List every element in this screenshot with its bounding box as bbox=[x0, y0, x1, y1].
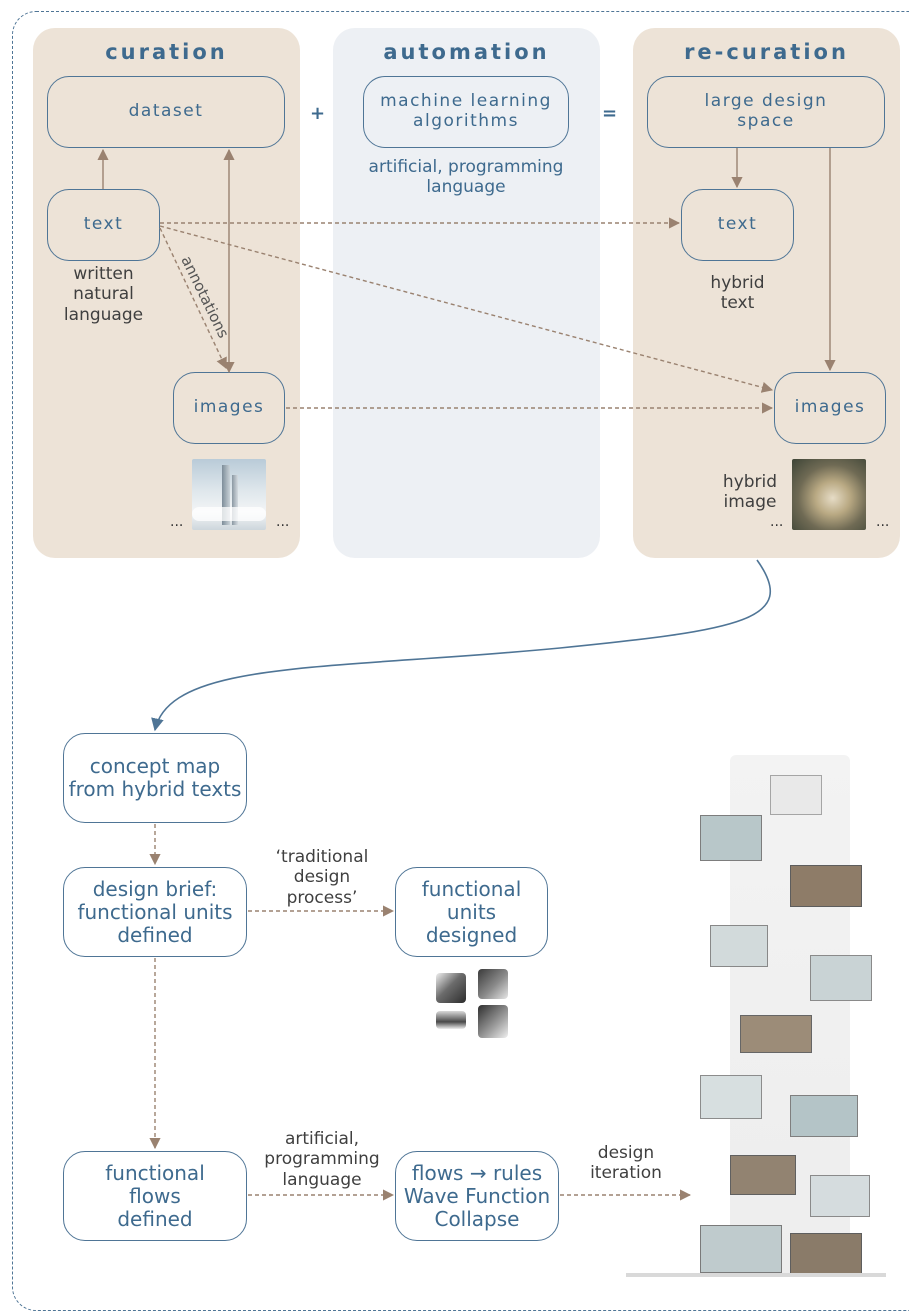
artificial-programming-caption: artificial, programming language bbox=[368, 157, 564, 198]
functional-units-node: functional units designed bbox=[395, 867, 548, 957]
curation-images-label: images bbox=[193, 397, 265, 418]
design-brief-node: design brief: functional units defined bbox=[63, 867, 247, 957]
functional-units-label: functional units designed bbox=[421, 876, 522, 947]
large-design-space-node: large design space bbox=[647, 76, 885, 148]
tower-image-thumbnail bbox=[192, 459, 266, 530]
ml-algorithms-label: machine learning algorithms bbox=[380, 91, 552, 131]
text-to-hybrid-images-arrow bbox=[159, 225, 774, 393]
generated-tower-illustration bbox=[626, 755, 890, 1280]
design-brief-label: design brief: functional units defined bbox=[77, 876, 233, 947]
wave-function-collapse-label: flows → rules Wave Function Collapse bbox=[403, 1160, 551, 1231]
recuration-images-label: images bbox=[794, 397, 866, 418]
equals-operator: = bbox=[602, 103, 618, 124]
design-iteration-label: design iteration bbox=[590, 1143, 662, 1184]
hybrid-text-caption: hybrid text bbox=[710, 273, 765, 314]
unit-bedroom-icon bbox=[436, 973, 466, 1003]
curation-ellipsis-right: ... bbox=[276, 514, 290, 530]
recuration-title: re-curation bbox=[684, 40, 849, 64]
automation-title: automation bbox=[383, 40, 550, 64]
large-design-space-label: large design space bbox=[704, 91, 828, 131]
unit-kitchen-icon bbox=[478, 969, 508, 999]
recuration-text-label: text bbox=[717, 214, 758, 235]
curation-ellipsis-left: ... bbox=[170, 514, 184, 530]
hybrid-image-thumbnail bbox=[792, 459, 866, 530]
recuration-text-node: text bbox=[681, 189, 794, 261]
ml-algorithms-node: machine learning algorithms bbox=[363, 76, 569, 148]
hybrid-image-caption: hybrid image bbox=[722, 472, 778, 513]
functional-flows-label: functional flows defined bbox=[105, 1160, 205, 1231]
dataset-label: dataset bbox=[128, 101, 204, 122]
annotations-arrow bbox=[159, 227, 227, 370]
unit-living-icon bbox=[436, 1011, 466, 1029]
artificial-programming-label: artificial, programming language bbox=[264, 1129, 380, 1190]
plus-operator: + bbox=[310, 103, 326, 124]
recuration-images-node: images bbox=[774, 372, 886, 444]
traditional-design-process-label: ‘traditional design process’ bbox=[275, 847, 369, 908]
unit-bathroom-icon bbox=[478, 1005, 508, 1038]
concept-map-node: concept map from hybrid texts bbox=[63, 733, 247, 823]
concept-map-label: concept map from hybrid texts bbox=[68, 754, 242, 801]
curation-text-label: text bbox=[83, 214, 124, 235]
curation-text-node: text bbox=[47, 189, 160, 261]
dataset-node: dataset bbox=[47, 76, 285, 148]
recuration-ellipsis-left: ... bbox=[770, 514, 784, 530]
recuration-ellipsis-right: ... bbox=[876, 514, 890, 530]
curation-title: curation bbox=[105, 40, 228, 64]
recuration-to-concept-curve bbox=[151, 559, 772, 732]
wave-function-collapse-node: flows → rules Wave Function Collapse bbox=[395, 1151, 559, 1241]
automation-panel: automation bbox=[333, 28, 600, 558]
functional-flows-node: functional flows defined bbox=[63, 1151, 247, 1241]
written-natural-language-caption: written natural language bbox=[63, 264, 144, 325]
